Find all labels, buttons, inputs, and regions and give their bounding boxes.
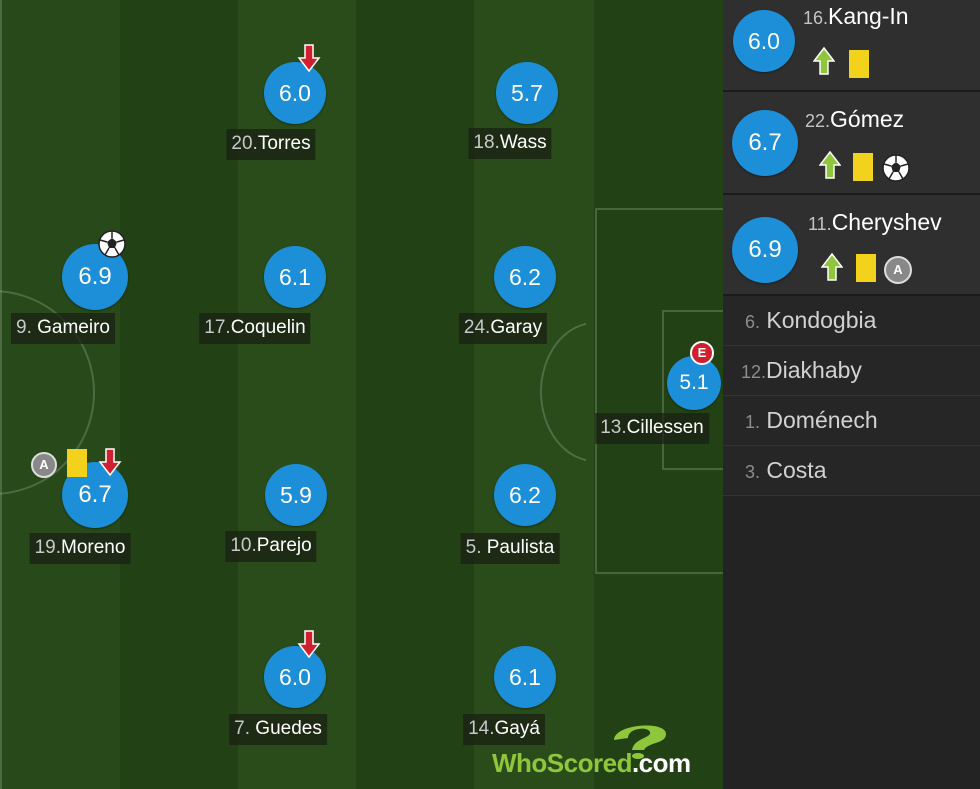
player-nameplate: 7. Guedes (229, 714, 327, 745)
player-rating: 5.1 (667, 356, 721, 410)
yellow-card-icon (856, 254, 876, 282)
unused-sub-diakhaby[interactable]: 12.Diakhaby (723, 346, 980, 396)
unused-sub-kondogbia[interactable]: 6. Kondogbia (723, 296, 980, 346)
player-nameplate: 9. Gameiro (11, 313, 115, 344)
player-nameplate: 20.Torres (226, 129, 316, 160)
yellow-card-icon (67, 449, 87, 477)
unused-sub-name: 1. Doménech (745, 407, 878, 433)
player-nameplate: 17.Coquelin (199, 313, 311, 344)
pitch-stripe (120, 0, 238, 789)
sub-out-arrow-icon (297, 630, 321, 659)
player-rating: 6.2 (494, 464, 556, 526)
whoscored-logo[interactable]: WhoScored.com (492, 722, 712, 782)
player-rating: 6.0 (733, 10, 795, 72)
substitute-name: 22.Gómez (805, 106, 905, 132)
player-nameplate: 5. Paulista (460, 533, 560, 564)
player-nameplate: 18.Wass (468, 128, 552, 159)
logo-text: WhoScored.com (492, 748, 691, 778)
sub-out-arrow-icon (297, 44, 321, 73)
substitute-row-kang-in[interactable]: 6.0 16.Kang-In (723, 0, 980, 92)
sub-in-arrow-icon (813, 46, 835, 75)
yellow-card-icon (849, 50, 869, 78)
error-badge-icon: E (690, 341, 714, 365)
player-nameplate: 24.Garay (458, 313, 548, 344)
player-nameplate: 14.Gayá (463, 714, 545, 745)
player-rating: 6.1 (264, 246, 326, 308)
player-rating: 6.0 (264, 62, 326, 124)
halfway-line (0, 0, 2, 789)
unused-sub-name: 12.Diakhaby (741, 357, 862, 383)
sub-in-arrow-icon (819, 150, 841, 179)
substitute-name: 16.Kang-In (803, 3, 909, 29)
question-mark-icon (614, 725, 666, 759)
assist-badge-icon: A (31, 452, 57, 478)
pitch-stripe (356, 0, 474, 789)
player-rating: 6.7 (732, 110, 798, 176)
football-goal-icon (882, 154, 910, 182)
player-rating: 5.7 (496, 62, 558, 124)
player-nameplate: 19.Moreno (29, 533, 131, 564)
player-rating: 6.0 (264, 646, 326, 708)
substitute-row-cheryshev[interactable]: 6.9 11.Cheryshev A (723, 195, 980, 296)
unused-sub-costa[interactable]: 3. Costa (723, 446, 980, 496)
player-nameplate: 13.Cillessen (595, 413, 709, 444)
player-nameplate: 10.Parejo (225, 531, 317, 562)
player-rating: 6.9 (732, 217, 798, 283)
player-rating: 5.9 (265, 464, 327, 526)
assist-badge-icon: A (884, 256, 912, 284)
football-goal-icon (98, 230, 126, 258)
yellow-card-icon (853, 153, 873, 181)
pitch: 6.0 20.Torres 5.7 18.Wass 6.9 9. Gameiro… (0, 0, 723, 789)
sub-in-arrow-icon (821, 252, 843, 281)
sub-out-arrow-icon (98, 448, 122, 477)
player-rating: 6.1 (494, 646, 556, 708)
goal-area (662, 310, 723, 470)
unused-sub-name: 3. Costa (745, 457, 827, 483)
unused-sub-domenech[interactable]: 1. Doménech (723, 396, 980, 446)
substitute-name: 11.Cheryshev (808, 209, 942, 235)
unused-sub-name: 6. Kondogbia (745, 307, 877, 333)
player-rating: 6.2 (494, 246, 556, 308)
substitute-row-gomez[interactable]: 6.7 22.Gómez (723, 92, 980, 195)
penalty-area (595, 208, 723, 574)
player-rating: 6.7 (62, 462, 128, 528)
substitutes-panel: 6.0 16.Kang-In 6.7 22.Gómez 6.9 11.Chery… (723, 0, 980, 789)
